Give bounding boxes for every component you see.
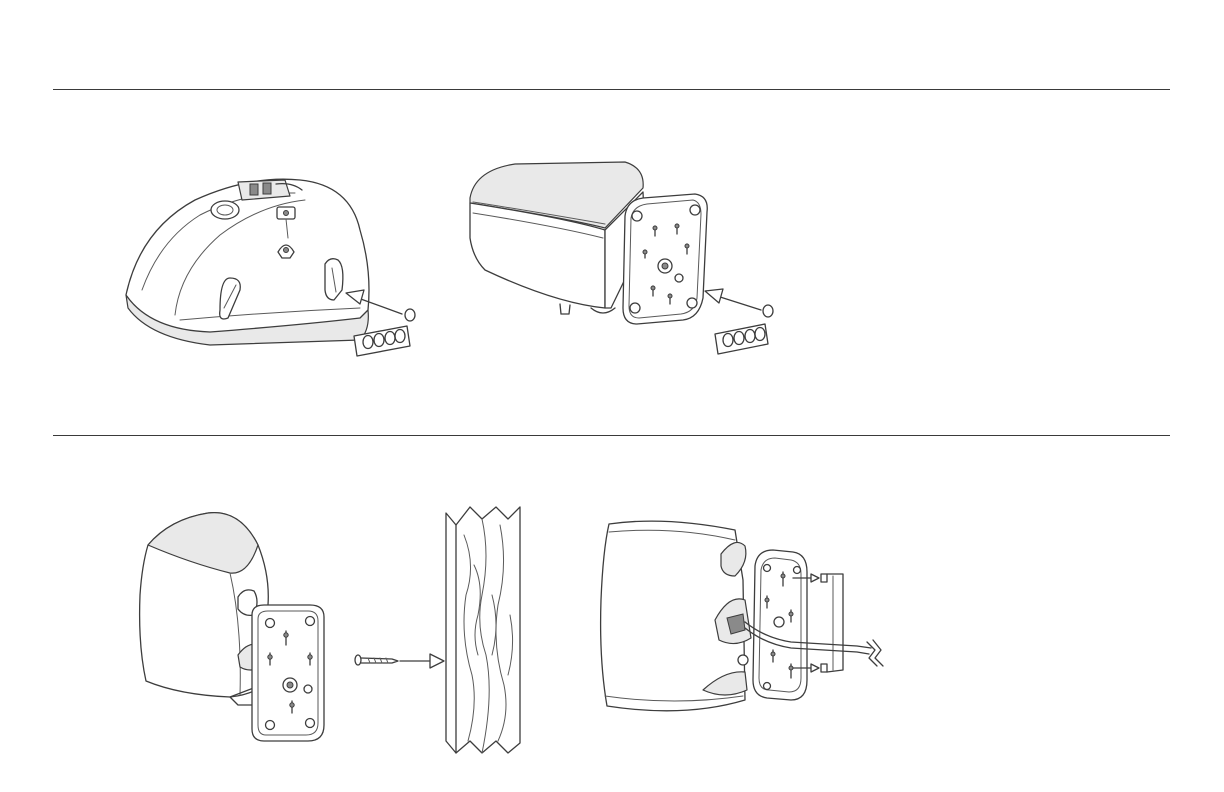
- bracket-screw-wall-drawing: [130, 505, 530, 755]
- rubber-pad-icon: [405, 309, 415, 321]
- middle-divider-rule: [53, 435, 1170, 436]
- speaker-rear-view-drawing: [120, 160, 420, 360]
- screw-icon: [355, 655, 398, 665]
- top-divider-rule: [53, 89, 1170, 90]
- figure-speaker-with-bracket: [465, 158, 785, 358]
- speaker-top-port: [211, 201, 239, 219]
- arrow-icon: [400, 654, 444, 668]
- wall-icon: [446, 507, 520, 753]
- rubber-pad-icon: [763, 305, 773, 317]
- figure-bracket-screw-wall: [130, 505, 530, 755]
- pad-sheet-icon: [715, 324, 768, 354]
- figure-bracket-hooked-on-screws: [595, 510, 895, 720]
- wall-icon: [827, 574, 843, 672]
- bracket-hooked-drawing: [595, 510, 895, 720]
- figure-speaker-rear-view: [120, 160, 420, 360]
- arrow-icon: [705, 289, 761, 310]
- speaker-bracket-drawing: [465, 158, 785, 358]
- screw-icon: [821, 574, 827, 672]
